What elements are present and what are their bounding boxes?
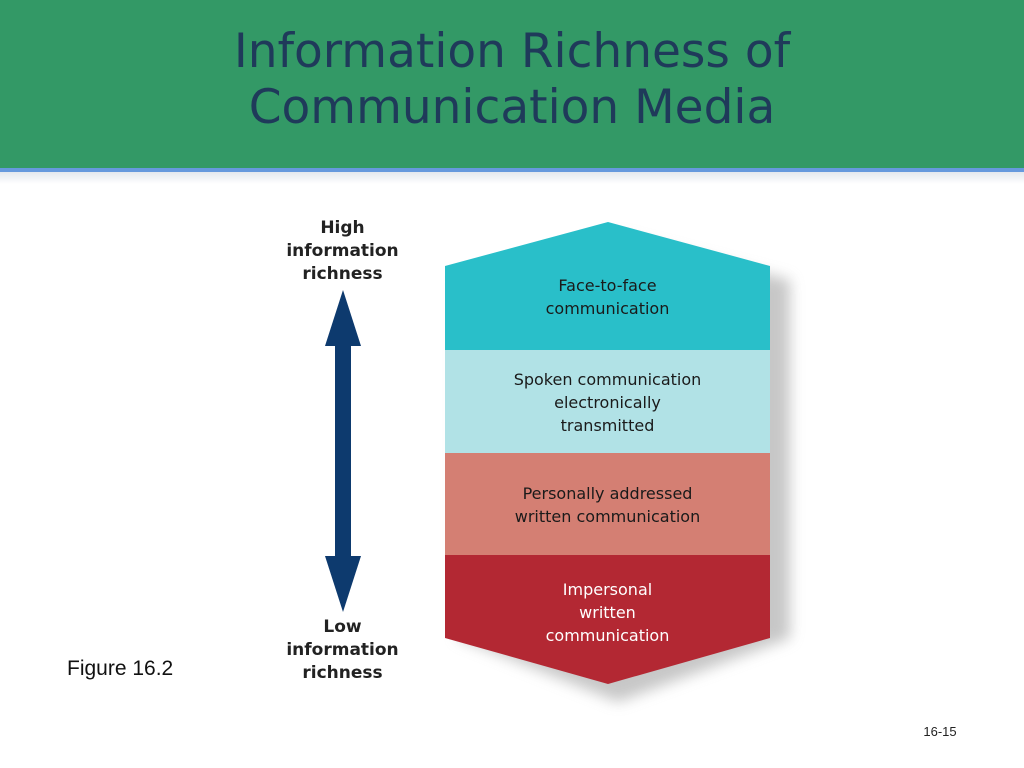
header-shadow [0,172,1024,184]
band-label-line: communication [545,626,670,645]
slide-title: Information Richness of Communication Me… [0,24,1024,136]
band-label-line: Impersonal [562,580,653,599]
slide-title-line-1: Information Richness of [233,24,791,79]
high-label-line: High [320,218,365,238]
high-label-line: information [286,241,399,261]
band-face-to-face [445,222,770,350]
band-label-spoken-electronic: Spoken communication electronically tran… [445,368,770,437]
header-bar [0,0,1024,168]
arrow-shaft [335,344,351,560]
band-label-line: Personally addressed [522,484,693,503]
band-label-line: communication [545,299,670,318]
high-richness-label: High information richness [270,217,415,286]
low-label-line: richness [302,663,383,683]
band-impersonal-written [445,555,770,684]
band-personal-written [445,453,770,555]
band-label-line: electronically [554,393,661,412]
high-label-line: richness [302,264,383,284]
figure-caption: Figure 16.2 [67,657,174,680]
arrow-up-head [325,290,361,346]
band-label-line: Face-to-face [558,276,657,295]
media-richness-column [445,222,790,702]
band-label-line: transmitted [560,416,655,435]
band-label-line: written communication [514,507,701,526]
slide-number: 16-15 [923,724,957,739]
band-spoken-electronic [445,350,770,453]
low-label-line: information [286,640,399,660]
band-label-line: Spoken communication [513,370,702,389]
arrow-down-head [325,556,361,612]
header-divider [0,168,1024,172]
band-label-impersonal-written: Impersonal written communication [445,578,770,647]
band-label-line: written [579,603,636,622]
double-headed-arrow [325,290,361,612]
low-label-line: Low [323,617,362,637]
band-label-face-to-face: Face-to-face communication [445,274,770,320]
low-richness-label: Low information richness [270,616,415,685]
band-label-personal-written: Personally addressed written communicati… [445,482,770,528]
slide-title-line-2: Communication Media [248,80,776,135]
